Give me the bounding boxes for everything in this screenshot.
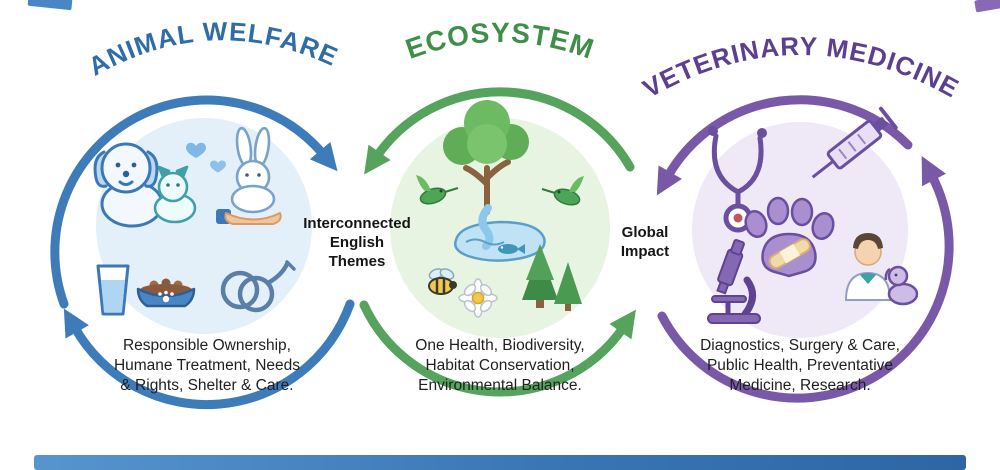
ecosystem-ring [359,87,636,397]
hand-icon [216,209,282,225]
microscope-icon [707,239,761,324]
description-line: Humane Treatment, Needs [113,357,301,375]
junction-line: English [329,234,385,252]
leash-icon [220,260,296,313]
tree-icon [443,100,529,215]
bandage-icon [768,238,811,269]
animal-welfare-title: ANIMAL WELFARE [83,16,342,82]
pine-trees-icon [522,244,582,311]
veterinarian-icon [844,233,892,301]
veterinary-ring [656,95,954,403]
global-impact-label: Global Impact [605,223,685,261]
description-line: One Health, Biodiversity, [415,337,585,354]
dog-icon [93,142,164,228]
junction-line: Impact [620,243,670,261]
patient-dog-icon [884,265,919,306]
veterinary-ring-top [656,95,913,196]
cat-icon [153,165,197,224]
food-bowl-icon [136,278,196,308]
bee-icon [428,268,457,295]
veterinary-medicine-title: VETERINARY MEDICINE [638,31,965,104]
junction-line: Global [621,224,669,241]
ecosystem-ring-top [364,87,635,175]
description-line: & Rights, Shelter & Care. [120,377,294,395]
ecosystem-description: One Health, Biodiversity, Habitat Conser… [375,336,625,396]
veterinary-icons [707,106,919,324]
description-line: Environmental Balance. [418,377,582,395]
veterinary-ring-bottom [657,156,954,403]
veterinary-tint [692,122,908,338]
description-line: Public Health, Preventative [706,357,894,375]
junction-line: Themes [328,253,386,271]
pond-wave [465,238,505,246]
animal-welfare-ring [50,95,355,410]
animal-welfare-ring-top [50,95,338,309]
paw-mark-icon [158,290,174,303]
animal-welfare-ring-bottom [63,299,355,410]
hummingbird-icon [541,176,584,206]
daisy-icon [458,278,498,318]
hearts-icon [186,142,226,173]
animal-welfare-description: Responsible Ownership, Humane Treatment,… [82,336,332,396]
ecosystem-ring-bottom [359,300,636,397]
rabbit-icon [230,126,276,214]
description-line: Responsible Ownership, [122,337,291,354]
interconnected-themes-label: Interconnected English Themes [299,214,415,272]
ecosystem-title: ECOSYSTEM [402,17,599,65]
syringe-icon [811,106,898,179]
description-line: Habitat Conservation, [425,357,575,375]
description-line: Medicine, Research. [729,377,871,395]
animal-welfare-icons [93,126,296,316]
water-glass-icon [96,264,130,316]
stream-icon [478,204,494,250]
hummingbird-icon [416,175,459,205]
veterinary-medicine-description: Diagnostics, Surgery & Care, Public Heal… [668,336,932,396]
fish-icon [498,244,525,254]
junction-line: Interconnected [303,215,411,232]
bottom-accent-bar [34,455,966,470]
description-line: Diagnostics, Surgery & Care, [700,337,900,354]
ecosystem-icons [416,100,584,318]
